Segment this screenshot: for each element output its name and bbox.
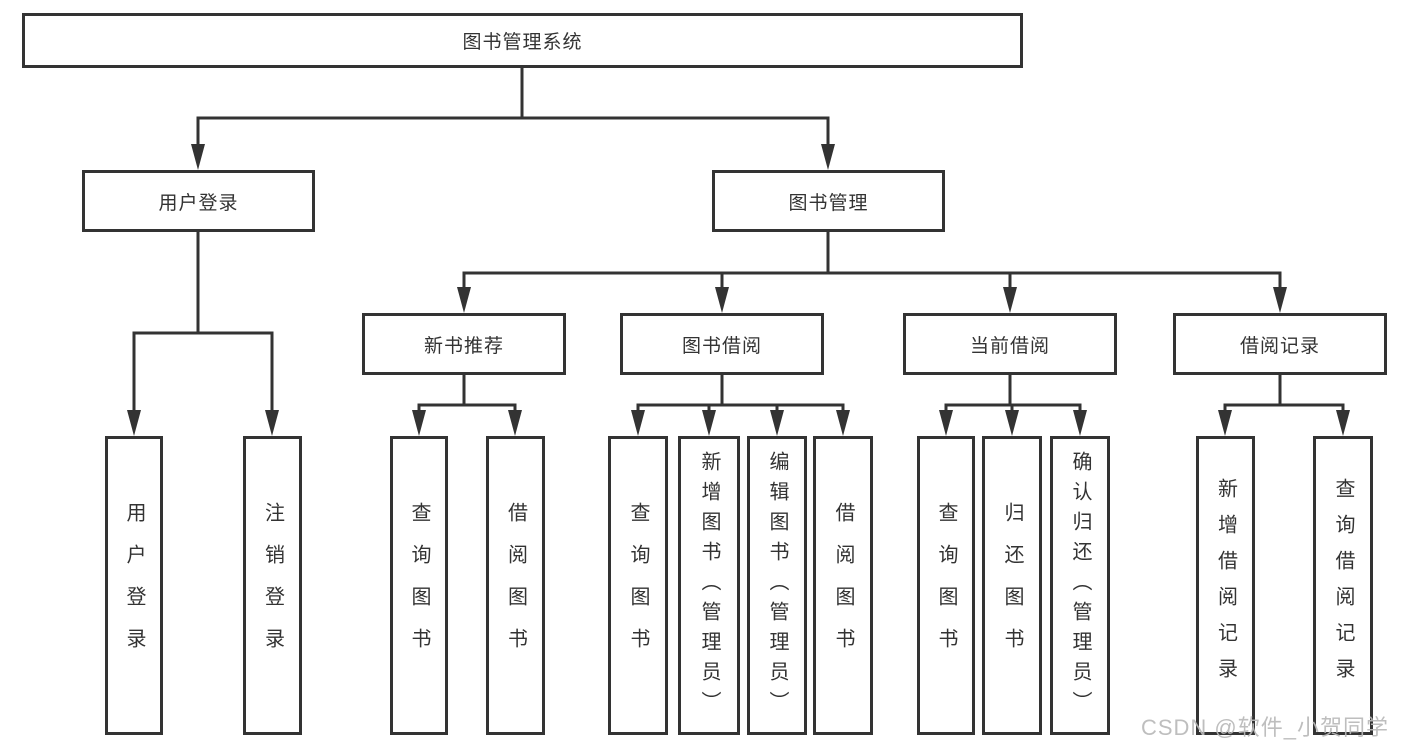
arrowhead — [1073, 410, 1087, 436]
connector-book-borrow-to-leaves — [631, 373, 850, 436]
node-label: 图书管理系统 — [462, 32, 583, 53]
leaf-label: 新增图书（管理员） — [698, 450, 720, 721]
arrowhead — [127, 410, 141, 436]
node-borrow-records: 借阅记录 — [1173, 313, 1387, 375]
node-book-management: 图书管理 — [712, 170, 945, 232]
arrowhead — [1005, 410, 1019, 436]
leaf-logout: 注销登录 — [243, 436, 302, 735]
leaf-label: 新增借阅记录 — [1214, 477, 1237, 694]
leaf-edit-books-admin: 编辑图书（管理员） — [747, 436, 807, 735]
leaf-query-books-2: 查询图书 — [608, 436, 668, 735]
leaf-label: 查询借阅记录 — [1332, 477, 1354, 694]
arrowhead — [939, 410, 953, 436]
arrowhead — [412, 410, 426, 436]
node-new-book-recommend: 新书推荐 — [362, 313, 566, 375]
node-library-system: 图书管理系统 — [22, 13, 1023, 68]
leaf-label: 确认归还（管理员） — [1069, 450, 1091, 721]
arrowhead — [265, 410, 279, 436]
leaf-label: 归还图书 — [1001, 501, 1023, 670]
leaf-borrow-books-2: 借阅图书 — [813, 436, 873, 735]
node-book-borrow: 图书借阅 — [620, 313, 824, 375]
leaf-label: 查询图书 — [408, 501, 430, 670]
leaf-return-books: 归还图书 — [982, 436, 1042, 735]
arrowhead — [631, 410, 645, 436]
connector-book-mgmt-to-level3 — [457, 230, 1287, 313]
leaf-label: 借阅图书 — [504, 501, 527, 670]
connector-new-book-to-leaves — [412, 373, 522, 436]
leaf-query-books-1: 查询图书 — [390, 436, 448, 735]
connector-user-login-to-leaves — [127, 230, 279, 436]
leaf-label: 查询图书 — [935, 501, 957, 670]
arrowhead — [1336, 410, 1350, 436]
connector-current-borrow-to-leaves — [939, 373, 1087, 436]
node-label: 新书推荐 — [423, 335, 504, 357]
leaf-add-borrow-record: 新增借阅记录 — [1196, 436, 1255, 735]
arrowhead — [1003, 287, 1017, 313]
csdn-watermark: CSDN @软件_小贺同学 — [1140, 715, 1389, 740]
arrowhead — [191, 144, 205, 170]
node-label: 用户登录 — [158, 192, 239, 214]
arrowhead — [770, 410, 784, 436]
leaf-borrow-books-1: 借阅图书 — [486, 436, 545, 735]
leaf-add-books-admin: 新增图书（管理员） — [678, 436, 740, 735]
arrowhead — [821, 144, 835, 170]
node-current-borrow: 当前借阅 — [903, 313, 1117, 375]
arrowhead — [1273, 287, 1287, 313]
arrowhead — [702, 410, 716, 436]
arrowhead — [715, 287, 729, 313]
leaf-confirm-return-admin: 确认归还（管理员） — [1050, 436, 1110, 735]
leaf-label: 编辑图书（管理员） — [766, 450, 788, 721]
leaf-user-login: 用户登录 — [105, 436, 163, 735]
connector-root-to-level2 — [191, 66, 835, 170]
connector-borrow-records-to-leaves — [1218, 373, 1350, 436]
node-label: 图书管理 — [788, 192, 869, 214]
arrowhead — [457, 287, 471, 313]
arrowhead — [836, 410, 850, 436]
leaf-label: 借阅图书 — [832, 501, 854, 670]
leaf-query-borrow-record: 查询借阅记录 — [1313, 436, 1373, 735]
leaf-label: 注销登录 — [261, 501, 284, 670]
node-label: 借阅记录 — [1239, 335, 1320, 357]
arrowhead — [508, 410, 522, 436]
arrowhead — [1218, 410, 1232, 436]
leaf-query-books-3: 查询图书 — [917, 436, 975, 735]
leaf-label: 用户登录 — [123, 501, 145, 670]
leaf-label: 查询图书 — [627, 501, 649, 670]
node-label: 当前借阅 — [969, 335, 1050, 357]
node-user-login: 用户登录 — [82, 170, 315, 232]
node-label: 图书借阅 — [681, 335, 762, 357]
